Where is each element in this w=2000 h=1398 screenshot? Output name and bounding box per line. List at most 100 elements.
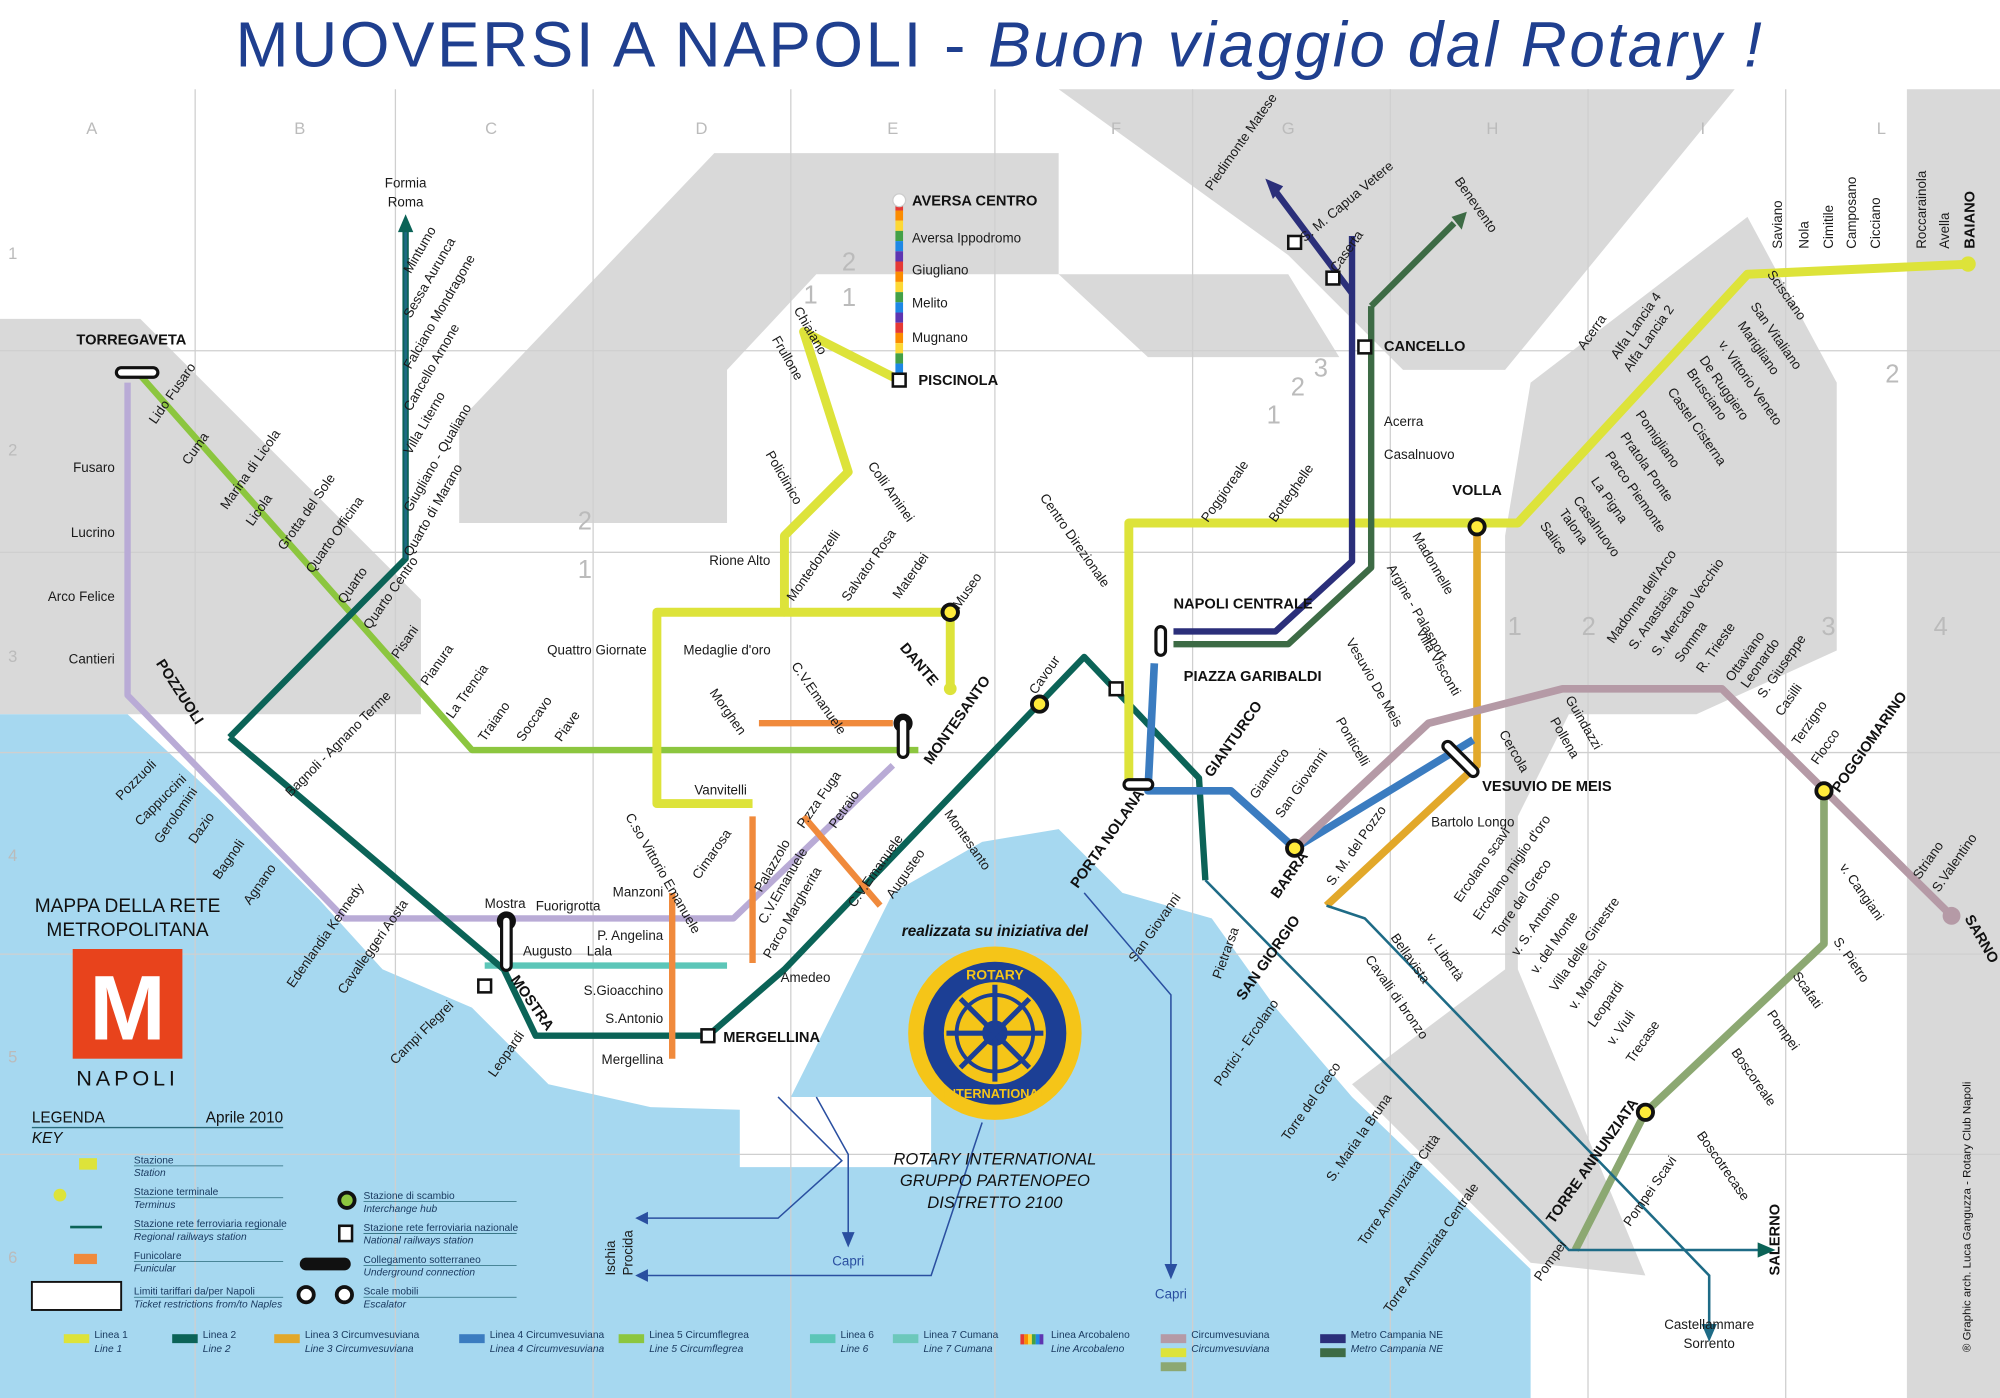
station-label[interactable]: VESUVIO DE MEIS bbox=[1482, 779, 1612, 795]
legend-line-label-en: Line 6 bbox=[841, 1344, 869, 1355]
legend-line-label-en: Line 3 Circumvesuviana bbox=[305, 1344, 414, 1355]
station-label[interactable]: Avella bbox=[1937, 212, 1952, 249]
legend-symbol-label-en: Interchange hub bbox=[364, 1204, 438, 1215]
station-label[interactable]: Aversa Ippodromo bbox=[912, 230, 1021, 245]
station-label[interactable]: Cimitile bbox=[1821, 205, 1836, 249]
station-label[interactable]: Mergellina bbox=[602, 1052, 664, 1067]
station-label[interactable]: Mugnano bbox=[912, 330, 968, 345]
station-label[interactable]: Vanvitelli bbox=[694, 783, 747, 798]
station-label[interactable]: Medaglie d'oro bbox=[683, 642, 770, 657]
station-label[interactable]: Manzoni bbox=[613, 885, 664, 900]
station-label[interactable]: Camposano bbox=[1844, 177, 1859, 249]
legend-title: LEGENDA bbox=[32, 1109, 106, 1126]
arrow-icon bbox=[1451, 211, 1467, 230]
station-label[interactable]: Melito bbox=[912, 295, 948, 310]
fare-zone-number: 1 bbox=[578, 556, 592, 584]
station-label[interactable]: PISCINOLA bbox=[918, 373, 998, 389]
legend-symbol-label-en: Regional railways station bbox=[134, 1232, 247, 1243]
station-label[interactable]: Saviano bbox=[1770, 200, 1785, 248]
rotary-ring-top: ROTARY bbox=[966, 967, 1024, 983]
rotary-logo: ROTARY INTERNATIONAL bbox=[908, 946, 1082, 1120]
rotary-line-3: DISTRETTO 2100 bbox=[927, 1193, 1063, 1212]
fare-zone-number: 2 bbox=[842, 248, 856, 276]
arcobaleno-segment bbox=[895, 322, 904, 333]
legend-line-label-en: Line 7 Cumana bbox=[923, 1344, 992, 1355]
legend-symbol-label: Stazione rete ferroviaria regionale bbox=[134, 1219, 287, 1230]
station-label[interactable]: Cicciano bbox=[1868, 197, 1883, 248]
fare-zone-number: 2 bbox=[1582, 613, 1596, 641]
rotary-line-1: ROTARY INTERNATIONAL bbox=[893, 1150, 1096, 1169]
station-label[interactable]: Casalnuovo bbox=[1384, 447, 1455, 462]
national-railway-station-icon bbox=[1108, 681, 1124, 697]
arcobaleno-segment bbox=[895, 210, 904, 221]
station-label[interactable]: Roccarainola bbox=[1914, 170, 1929, 249]
station-label[interactable]: Rione Alto bbox=[709, 553, 770, 568]
ferry-routes bbox=[644, 892, 1172, 1277]
station-label[interactable]: BAIANO bbox=[1962, 191, 1978, 249]
station-label[interactable]: S.Antonio bbox=[605, 1011, 663, 1026]
station-label[interactable]: Augusto bbox=[523, 943, 572, 958]
station-label[interactable]: NAPOLI CENTRALE bbox=[1173, 596, 1312, 612]
station-label[interactable]: VOLLA bbox=[1452, 483, 1502, 499]
station-label[interactable]: Giugliano bbox=[912, 262, 969, 277]
station-label[interactable]: Arco Felice bbox=[48, 589, 115, 604]
station-label[interactable]: CANCELLO bbox=[1384, 339, 1465, 355]
station-label[interactable]: Cantieri bbox=[69, 651, 115, 666]
arcobaleno-segment bbox=[895, 230, 904, 242]
line-mcn-segment bbox=[1173, 235, 1356, 635]
legend-line-swatch bbox=[1024, 1334, 1029, 1345]
legend-title-en: KEY bbox=[32, 1130, 64, 1147]
terminus-symbol-icon bbox=[53, 1188, 67, 1202]
station-label[interactable]: Acerra bbox=[1384, 414, 1424, 429]
interchange-hub-icon bbox=[1467, 517, 1487, 537]
station-label[interactable]: Formia bbox=[385, 176, 427, 191]
station-label[interactable]: Amedeo bbox=[781, 970, 831, 985]
station-label[interactable]: AVERSA CENTRO bbox=[912, 193, 1037, 209]
national-railway-station-icon bbox=[477, 978, 493, 994]
station-label[interactable]: Lucrino bbox=[71, 525, 115, 540]
station-label[interactable]: Fusaro bbox=[73, 460, 115, 475]
station-label[interactable]: SALERNO bbox=[1767, 1204, 1783, 1276]
station-label[interactable]: Nola bbox=[1797, 221, 1812, 249]
station-label[interactable]: P. Angelina bbox=[597, 928, 664, 943]
station-label[interactable]: Roma bbox=[388, 195, 424, 210]
arrow-icon bbox=[397, 214, 414, 233]
station-label[interactable]: Fuorigrotta bbox=[536, 899, 601, 914]
national-railway-station-icon bbox=[700, 1028, 716, 1044]
station-label[interactable]: TORREGAVETA bbox=[76, 332, 186, 348]
national-railway-station-icon bbox=[1357, 339, 1373, 355]
line-l7-segment bbox=[124, 382, 896, 922]
station-label[interactable]: Quattro Giornate bbox=[547, 642, 647, 657]
station-label[interactable]: Sorrento bbox=[1684, 1336, 1735, 1351]
line-l4-segment bbox=[1144, 663, 1476, 853]
legend-line-label: Linea 5 Circumflegrea bbox=[649, 1330, 749, 1341]
legend-line-label-en: Line 2 bbox=[203, 1344, 231, 1355]
grid-column-label: E bbox=[887, 119, 898, 138]
interchange-hub-icon bbox=[1285, 838, 1305, 858]
station-label[interactable]: Castellammare bbox=[1664, 1317, 1754, 1332]
arcobaleno-segment bbox=[895, 332, 904, 344]
station-label[interactable]: Bartolo Longo bbox=[1431, 815, 1514, 830]
grid-row-label: 4 bbox=[8, 846, 17, 865]
line-l1-segment bbox=[1124, 259, 1971, 785]
grid-row-label: 2 bbox=[8, 440, 17, 459]
arcobaleno-segment bbox=[895, 312, 904, 323]
grid-column-label: F bbox=[1111, 119, 1121, 138]
legend-symbol-label-en: Station bbox=[134, 1168, 166, 1179]
station-label[interactable]: S.Gioacchino bbox=[584, 983, 664, 998]
station-label[interactable]: Mostra bbox=[485, 896, 526, 911]
line-arcobaleno bbox=[895, 200, 904, 384]
national-railway-station-icon bbox=[1325, 270, 1341, 286]
underground-connection-inner bbox=[1444, 743, 1477, 775]
legend-line-label-en: Line Arcobaleno bbox=[1051, 1344, 1125, 1355]
legend-line-swatch bbox=[1020, 1334, 1025, 1345]
legend-line-label: Linea Arcobaleno bbox=[1051, 1330, 1130, 1341]
station-label[interactable]: MERGELLINA bbox=[723, 1030, 820, 1046]
station-label[interactable]: PIAZZA GARIBALDI bbox=[1184, 669, 1322, 685]
legend-line-label: Linea 2 bbox=[203, 1330, 237, 1341]
line-cvm-segment bbox=[1292, 684, 1955, 919]
arcobaleno-segment bbox=[895, 353, 904, 364]
station-label[interactable]: Lala bbox=[587, 943, 613, 958]
